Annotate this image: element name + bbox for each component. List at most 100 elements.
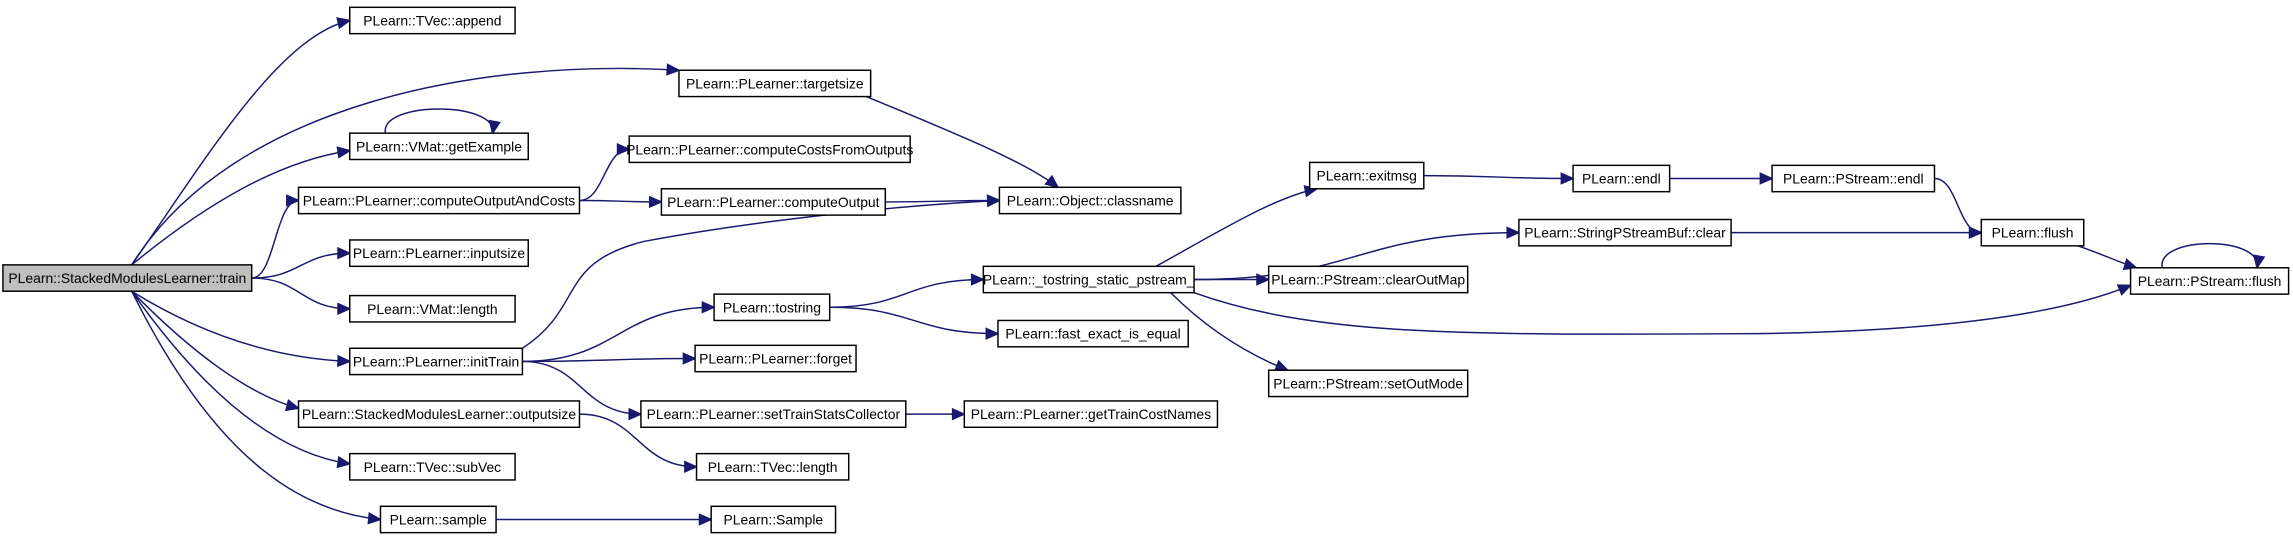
arrowhead-icon: [336, 455, 352, 469]
edge-n4-n12: [579, 195, 664, 209]
arrowhead-icon: [337, 302, 352, 315]
edge-n16-n21: [905, 407, 967, 421]
node-label: PLearn::VMat::length: [367, 301, 498, 317]
nodes-layer: PLearn::StackedModulesLearner::trainPLea…: [2, 6, 2290, 534]
function-node[interactable]: PLearn::TVec::append: [348, 6, 516, 35]
arrowhead-icon: [337, 354, 352, 368]
function-node[interactable]: PLearn::PLearner::computeCostsFromOutput…: [626, 135, 913, 164]
node-label: PLearn::sample: [390, 511, 488, 527]
node-label: PLearn::PStream::clearOutMap: [1271, 271, 1465, 287]
edge-n3-n3: [384, 108, 501, 135]
function-node[interactable]: PLearn::TVec::subVec: [348, 452, 516, 481]
node-label: PLearn::StackedModulesLearner::outputsiz…: [302, 406, 576, 422]
function-node[interactable]: PLearn::StackedModulesLearner::outputsiz…: [297, 400, 581, 429]
edge-n0-n3: [131, 146, 352, 266]
node-label: PLearn::TVec::append: [363, 12, 501, 28]
function-node[interactable]: PLearn::PStream::clearOutMap: [1267, 265, 1469, 294]
edge-line: [829, 306, 998, 335]
arrowhead-icon: [648, 195, 664, 209]
node-box: [982, 265, 1195, 294]
function-node[interactable]: PLearn::endl: [1572, 164, 1671, 193]
arrowhead-icon: [985, 327, 1000, 340]
function-node[interactable]: PLearn::TVec::length: [695, 452, 850, 481]
node-label: PLearn::flush: [1992, 225, 2074, 241]
function-node[interactable]: PLearn::PLearner::getTrainCostNames: [963, 400, 1219, 429]
edge-n8-n17: [579, 413, 699, 474]
node-box: [694, 344, 857, 373]
node-box: [998, 186, 1182, 215]
function-node[interactable]: PLearn::VMat::getExample: [348, 132, 529, 161]
edge-line: [1193, 284, 2131, 335]
function-node[interactable]: PLearn::VMat::length: [348, 294, 516, 323]
arrowhead-icon: [666, 63, 681, 76]
edge-line: [131, 149, 350, 266]
arrowhead-icon: [616, 143, 632, 156]
arrowhead-icon: [698, 513, 713, 526]
function-node[interactable]: PLearn::tostring: [713, 293, 831, 322]
arrowhead-icon: [336, 17, 352, 30]
edge-line: [251, 199, 299, 279]
function-node[interactable]: PLearn::exitmsg: [1308, 161, 1425, 190]
edge-n10-n18: [496, 513, 713, 526]
node-label: PLearn::TVec::subVec: [364, 459, 502, 475]
node-box: [348, 132, 529, 161]
function-node[interactable]: PLearn::PStream::setOutMode: [1267, 369, 1469, 398]
node-box: [1518, 218, 1732, 247]
root-node[interactable]: PLearn::StackedModulesLearner::train: [2, 264, 253, 292]
node-box: [640, 400, 907, 429]
node-box: [1267, 369, 1469, 398]
function-node[interactable]: PLearn::fast_exact_is_equal: [997, 319, 1189, 348]
arrowhead-icon: [1968, 226, 1984, 239]
function-node[interactable]: PLearn::PLearner::computeOutput: [660, 188, 887, 216]
function-node[interactable]: PLearn::Object::classname: [998, 186, 1182, 215]
edge-n19-n29: [1193, 284, 2133, 335]
function-node[interactable]: PLearn::PLearner::computeOutputAndCosts: [297, 186, 581, 215]
arrowhead-icon: [337, 246, 352, 260]
arrowhead-icon: [970, 273, 986, 286]
arrowhead-icon: [336, 146, 352, 159]
function-node[interactable]: PLearn::sample: [379, 505, 497, 534]
function-node[interactable]: PLearn::PStream::endl: [1771, 164, 1936, 193]
edge-line: [131, 290, 299, 409]
function-node[interactable]: PLearn::PLearner::targetsize: [678, 69, 872, 98]
edge-line: [384, 108, 494, 134]
node-box: [2129, 267, 2290, 295]
arrowhead-icon: [1759, 172, 1774, 185]
function-node[interactable]: PLearn::flush: [1980, 218, 2085, 247]
node-label: PLearn::PStream::setOutMode: [1273, 375, 1463, 391]
edge-line: [885, 199, 1000, 203]
node-label: PLearn::TVec::length: [708, 459, 838, 475]
edge-n7-n16: [522, 360, 643, 421]
function-node[interactable]: PLearn::PLearner::inputsize: [348, 239, 529, 268]
node-label: PLearn::Sample: [724, 511, 824, 527]
edge-line: [1155, 188, 1318, 267]
function-node[interactable]: PLearn::Sample: [710, 505, 837, 534]
node-label: PLearn::fast_exact_is_equal: [1005, 326, 1180, 342]
node-label: PLearn::exitmsg: [1317, 168, 1417, 184]
function-node[interactable]: PLearn::StringPStreamBuf::clear: [1518, 218, 1732, 247]
arrowhead-icon: [488, 119, 501, 135]
function-node[interactable]: PLearn::PLearner::setTrainStatsCollector: [640, 400, 907, 429]
arrowhead-icon: [701, 301, 716, 314]
node-label: PLearn::endl: [1582, 171, 1661, 187]
function-node[interactable]: PLearn::PStream::flush: [2129, 267, 2290, 295]
arrowhead-icon: [1044, 174, 1060, 189]
node-label: PLearn::tostring: [723, 299, 821, 315]
edge-n0-n2: [131, 63, 681, 266]
edge-line: [131, 290, 381, 521]
function-node[interactable]: PLearn::PLearner::forget: [694, 344, 857, 373]
edge-n2-n13: [865, 95, 1060, 189]
function-node[interactable]: PLearn::_tostring_static_pstream_: [982, 265, 1195, 294]
edge-line: [1934, 177, 1982, 234]
edge-n4-n11: [579, 143, 632, 202]
edge-n7-n15: [522, 352, 697, 365]
function-node[interactable]: PLearn::PLearner::initTrain: [348, 347, 524, 376]
arrowhead-icon: [684, 460, 699, 474]
node-box: [1980, 218, 2085, 247]
edge-n0-n5: [251, 246, 352, 279]
arrowhead-icon: [1560, 172, 1575, 185]
edge-n28-n29: [2077, 245, 2139, 271]
edge-n0-n8: [131, 290, 301, 412]
edge-line: [2161, 242, 2258, 268]
